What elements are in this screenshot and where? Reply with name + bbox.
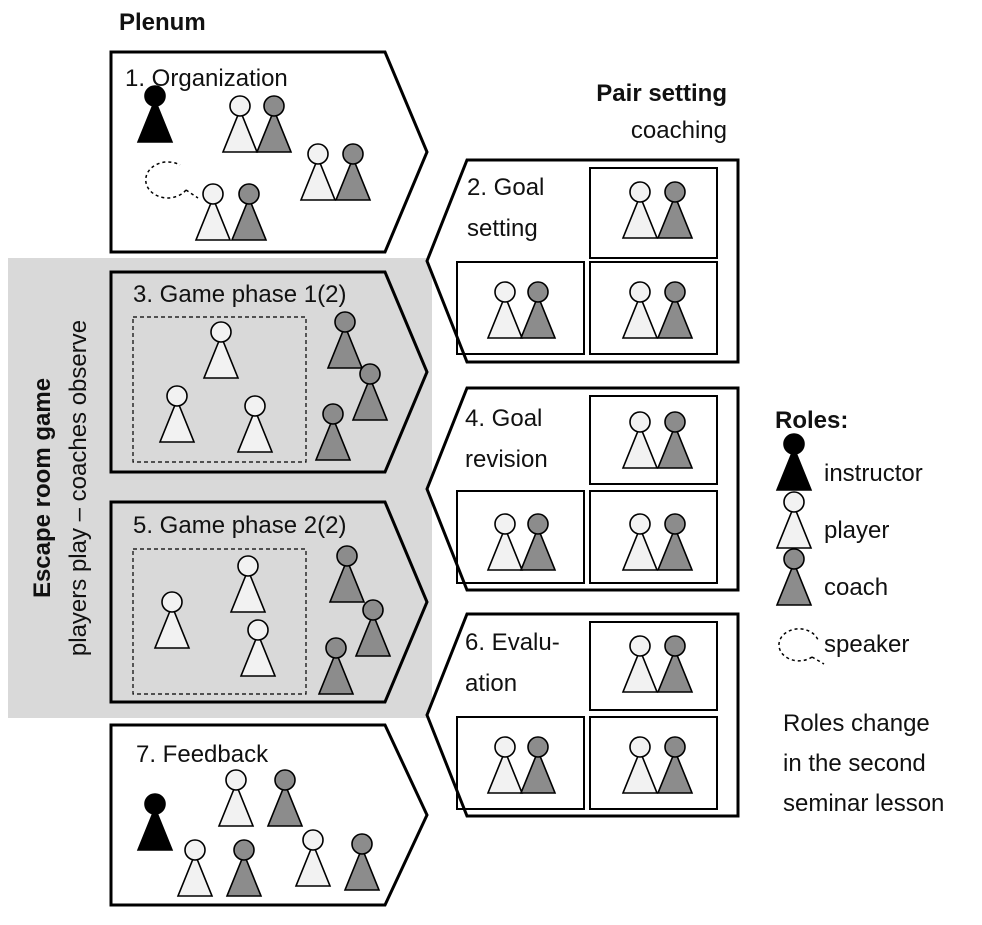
player-icon xyxy=(486,281,524,339)
phase-4-label-line1: 4. Goal xyxy=(465,405,542,432)
legend-label-instructor: instructor xyxy=(824,460,923,487)
phase-5-label: 5. Game phase 2(2) xyxy=(133,512,346,539)
pair-box xyxy=(589,490,718,584)
coach-icon xyxy=(519,513,557,571)
player-icon xyxy=(621,635,659,693)
legend-label-speaker: speaker xyxy=(824,631,909,658)
coach-icon xyxy=(354,599,392,657)
legend-label-coach: coach xyxy=(824,574,888,601)
legend-note-line3: seminar lesson xyxy=(783,790,944,817)
coach-icon xyxy=(266,769,304,827)
side-label-title: Escape room game xyxy=(29,378,56,598)
phase-3-label: 3. Game phase 1(2) xyxy=(133,281,346,308)
player-icon xyxy=(621,181,659,239)
player-icon xyxy=(294,829,332,887)
coach-icon xyxy=(328,545,366,603)
coach-icon xyxy=(317,637,355,695)
box-feedback xyxy=(109,723,429,907)
coach-icon xyxy=(255,95,293,153)
coach-icon xyxy=(656,411,694,469)
coach-icon xyxy=(343,833,381,891)
player-icon xyxy=(621,513,659,571)
pair-box xyxy=(589,621,718,711)
coach-icon xyxy=(351,363,389,421)
pair-box xyxy=(456,716,585,810)
coach-icon xyxy=(656,513,694,571)
player-icon xyxy=(153,591,191,649)
coach-icon xyxy=(334,143,372,201)
player-icon xyxy=(775,491,813,549)
coach-icon xyxy=(225,839,263,897)
legend-note-line1: Roles change xyxy=(783,710,930,737)
player-icon xyxy=(176,839,214,897)
pair-setting-header: Pair setting xyxy=(596,80,727,107)
instructor-icon xyxy=(136,85,174,143)
instructor-icon xyxy=(775,433,813,491)
player-icon xyxy=(299,143,337,201)
play-area xyxy=(132,316,307,463)
coach-icon xyxy=(656,736,694,794)
coach-icon xyxy=(656,635,694,693)
player-icon xyxy=(621,281,659,339)
legend-note-line2: in the second xyxy=(783,750,926,777)
coach-icon xyxy=(656,181,694,239)
player-icon xyxy=(158,385,196,443)
pair-box xyxy=(589,395,718,485)
pair-setting-subheader: coaching xyxy=(631,117,727,144)
coach-icon xyxy=(656,281,694,339)
coach-icon xyxy=(326,311,364,369)
plenum-header: Plenum xyxy=(119,9,206,36)
phase-6-label-line2: ation xyxy=(465,670,517,697)
player-icon xyxy=(217,769,255,827)
player-icon xyxy=(202,321,240,379)
player-icon xyxy=(486,736,524,794)
legend-label-player: player xyxy=(824,517,889,544)
player-icon xyxy=(229,555,267,613)
speaker-bubble-icon xyxy=(145,161,199,199)
pair-box xyxy=(589,261,718,355)
phase-6-label-line1: 6. Evalu- xyxy=(465,629,560,656)
pair-box xyxy=(456,261,585,355)
pair-box xyxy=(456,490,585,584)
coach-icon xyxy=(314,403,352,461)
player-icon xyxy=(621,411,659,469)
phase-4-label-line2: revision xyxy=(465,446,548,473)
player-icon xyxy=(194,183,232,241)
phase-2-label-line1: 2. Goal xyxy=(467,174,544,201)
pair-box xyxy=(589,716,718,810)
side-label-subtitle: players play – coaches observe xyxy=(65,320,92,656)
coach-icon xyxy=(775,548,813,606)
pair-box xyxy=(589,167,718,259)
instructor-icon xyxy=(136,793,174,851)
play-area xyxy=(132,548,307,695)
coach-icon xyxy=(519,736,557,794)
player-icon xyxy=(239,619,277,677)
phase-2-label-line2: setting xyxy=(467,215,538,242)
player-icon xyxy=(621,736,659,794)
player-icon xyxy=(221,95,259,153)
legend-title: Roles: xyxy=(775,407,848,434)
speaker-bubble-icon xyxy=(778,628,825,665)
coach-icon xyxy=(519,281,557,339)
player-icon xyxy=(486,513,524,571)
coach-icon xyxy=(230,183,268,241)
player-icon xyxy=(236,395,274,453)
phase-7-label: 7. Feedback xyxy=(136,741,269,768)
